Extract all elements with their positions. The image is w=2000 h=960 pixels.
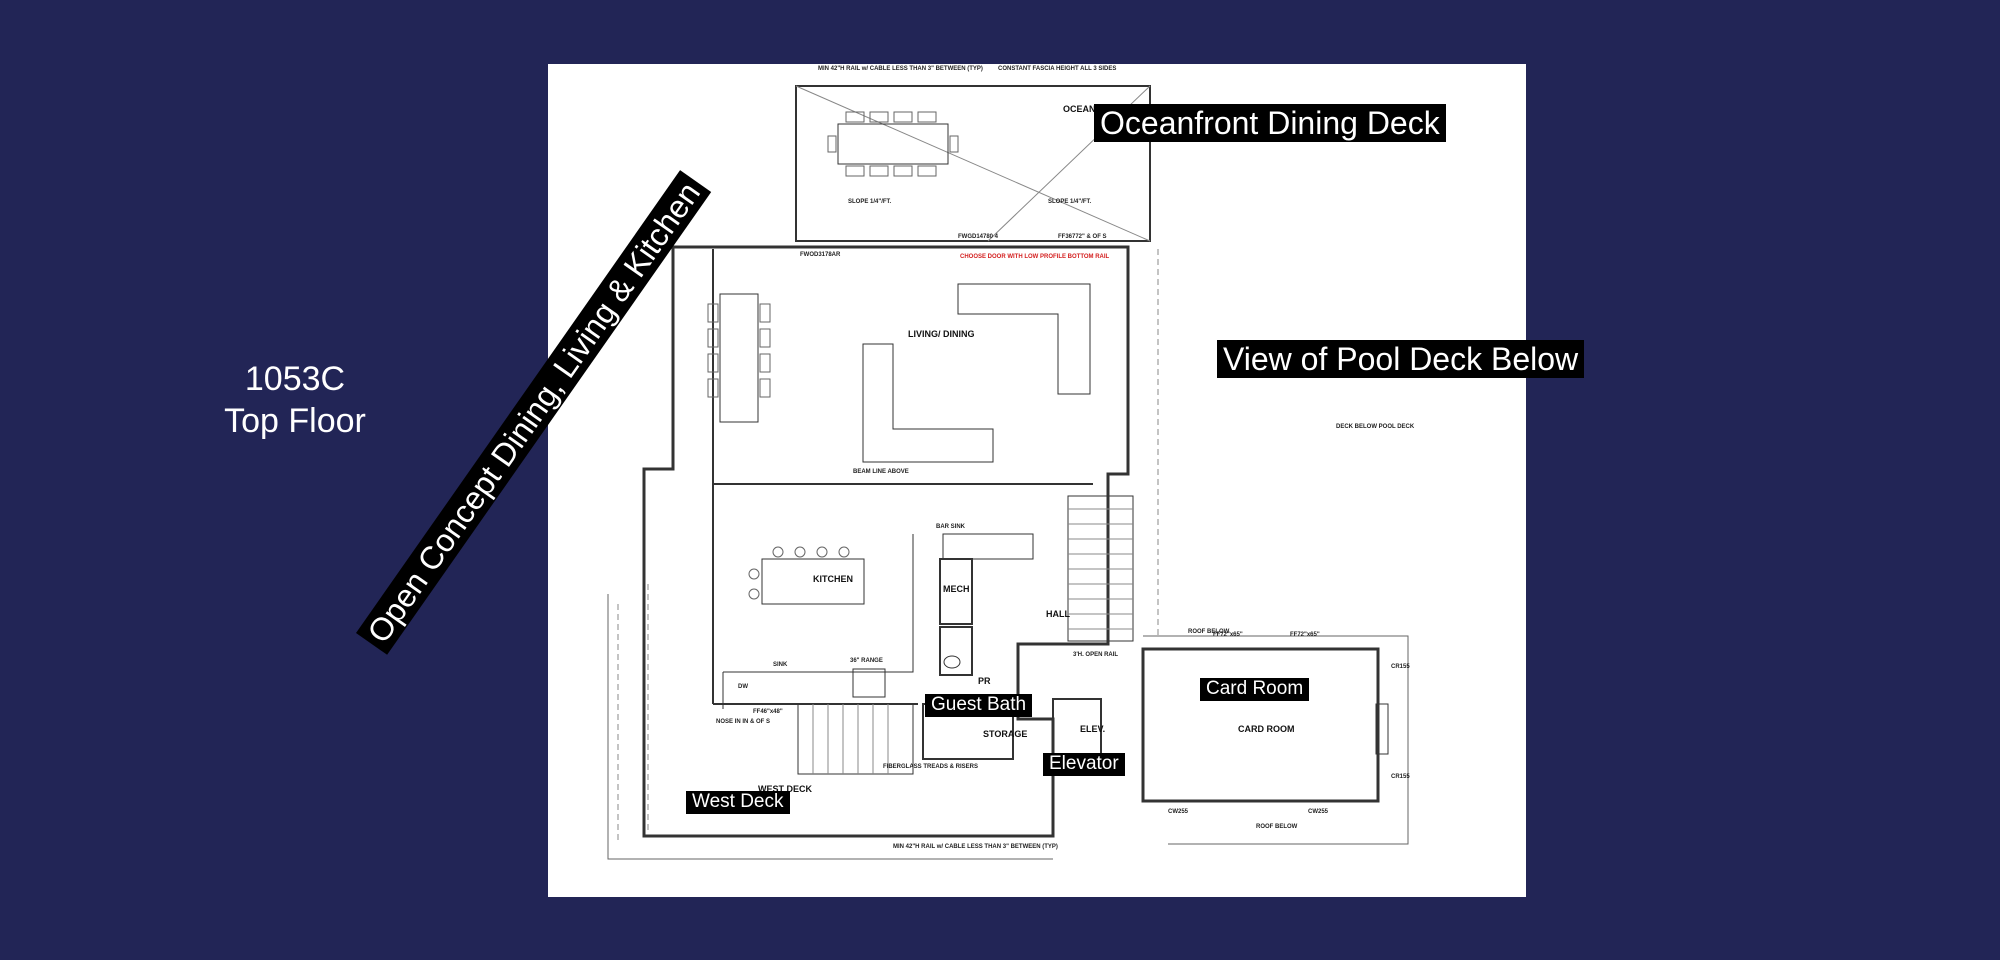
door-slider-note: FWGD14780 4: [958, 234, 999, 240]
bar-sink-note: BAR SINK: [936, 524, 966, 530]
card-room-outline: [1141, 647, 1380, 803]
range-note: 36" RANGE: [850, 658, 883, 664]
room-hall: HALL: [1046, 609, 1070, 619]
rail-note-bottom: MIN 42"H RAIL w/ CABLE LESS THAN 3" BETW…: [893, 844, 1058, 850]
door-west-note: FWOD3178AR: [800, 252, 841, 258]
deck-dining-table: [837, 123, 949, 165]
floor-title: 1053C Top Floor: [215, 358, 375, 442]
floor-plan: MIN 42"H RAIL w/ CABLE LESS THAN 3" BETW…: [548, 64, 1526, 897]
roof-below-note-2: ROOF BELOW: [1256, 824, 1298, 830]
treads-note: FIBERGLASS TREADS & RISERS: [883, 764, 979, 770]
cw-note-1: CW255: [1168, 809, 1189, 815]
rail-note-top: MIN 42"H RAIL w/ CABLE LESS THAN 3" BETW…: [818, 66, 983, 72]
open-rail-note: 3'H. OPEN RAIL: [1073, 652, 1119, 658]
ff-west-note: FF46"x48": [753, 709, 783, 715]
dw-note: DW: [738, 684, 748, 690]
living-sofa-left: [862, 343, 994, 463]
mech-room: [939, 558, 973, 625]
callout-guest-bath: Guest Bath: [925, 694, 1033, 717]
callout-pool-view: View of Pool Deck Below: [1217, 340, 1585, 379]
callout-west-deck: West Deck: [686, 791, 790, 814]
cw-note-2: CW255: [1308, 809, 1329, 815]
sink-note: SINK: [773, 662, 788, 668]
beam-note: BEAM LINE ABOVE: [853, 469, 909, 475]
room-living-dining: LIVING/ DINING: [908, 329, 975, 339]
callout-elevator: Elevator: [1043, 753, 1125, 776]
room-pr: PR: [978, 676, 991, 686]
slope-note-1: SLOPE 1/4"/FT.: [848, 199, 892, 205]
unit-number: 1053C: [244, 360, 346, 398]
room-card-room: CARD ROOM: [1238, 724, 1295, 734]
dining-table: [719, 293, 759, 423]
powder-room: [939, 626, 973, 676]
room-kitchen: KITCHEN: [813, 574, 853, 584]
main-exterior-wall: [642, 245, 1130, 838]
room-west-deck: WEST DECK: [758, 784, 812, 794]
nosing-note: NOSE IN IN & OF S: [716, 719, 771, 725]
door-note-red: CHOOSE DOOR WITH LOW PROFILE BOTTOM RAIL: [960, 254, 1110, 260]
card-door-note-1: FF72"x65": [1213, 632, 1243, 638]
floor-plan-drawing: [607, 85, 1409, 860]
room-storage: STORAGE: [983, 729, 1028, 739]
card-door-note-2: FF72"x65": [1290, 632, 1320, 638]
deck-below-note: DECK BELOW POOL DECK: [1336, 424, 1415, 430]
room-elev: ELEV.: [1080, 724, 1106, 734]
callout-oceanfront-deck: Oceanfront Dining Deck: [1094, 104, 1446, 143]
slope-note-2: SLOPE 1/4"/FT.: [1048, 199, 1092, 205]
room-mech: MECH: [943, 584, 970, 594]
roof-below-note-1: ROOF BELOW: [1188, 629, 1230, 635]
kitchen-island: [761, 558, 865, 605]
range: [852, 668, 886, 698]
living-sofa-right: [957, 283, 1091, 395]
door-fr-note: FF36772" & OF S: [1058, 234, 1107, 240]
cr-note-1: CR155: [1391, 664, 1410, 670]
oceanfront-deck-outline: [795, 85, 1151, 242]
callout-card-room: Card Room: [1200, 678, 1310, 701]
fascia-note: CONSTANT FASCIA HEIGHT ALL 3 SIDES: [998, 66, 1117, 72]
cr-note-2: CR155: [1391, 774, 1410, 780]
floor-name: Top Floor: [224, 402, 366, 440]
stair-bottom: [797, 703, 914, 775]
